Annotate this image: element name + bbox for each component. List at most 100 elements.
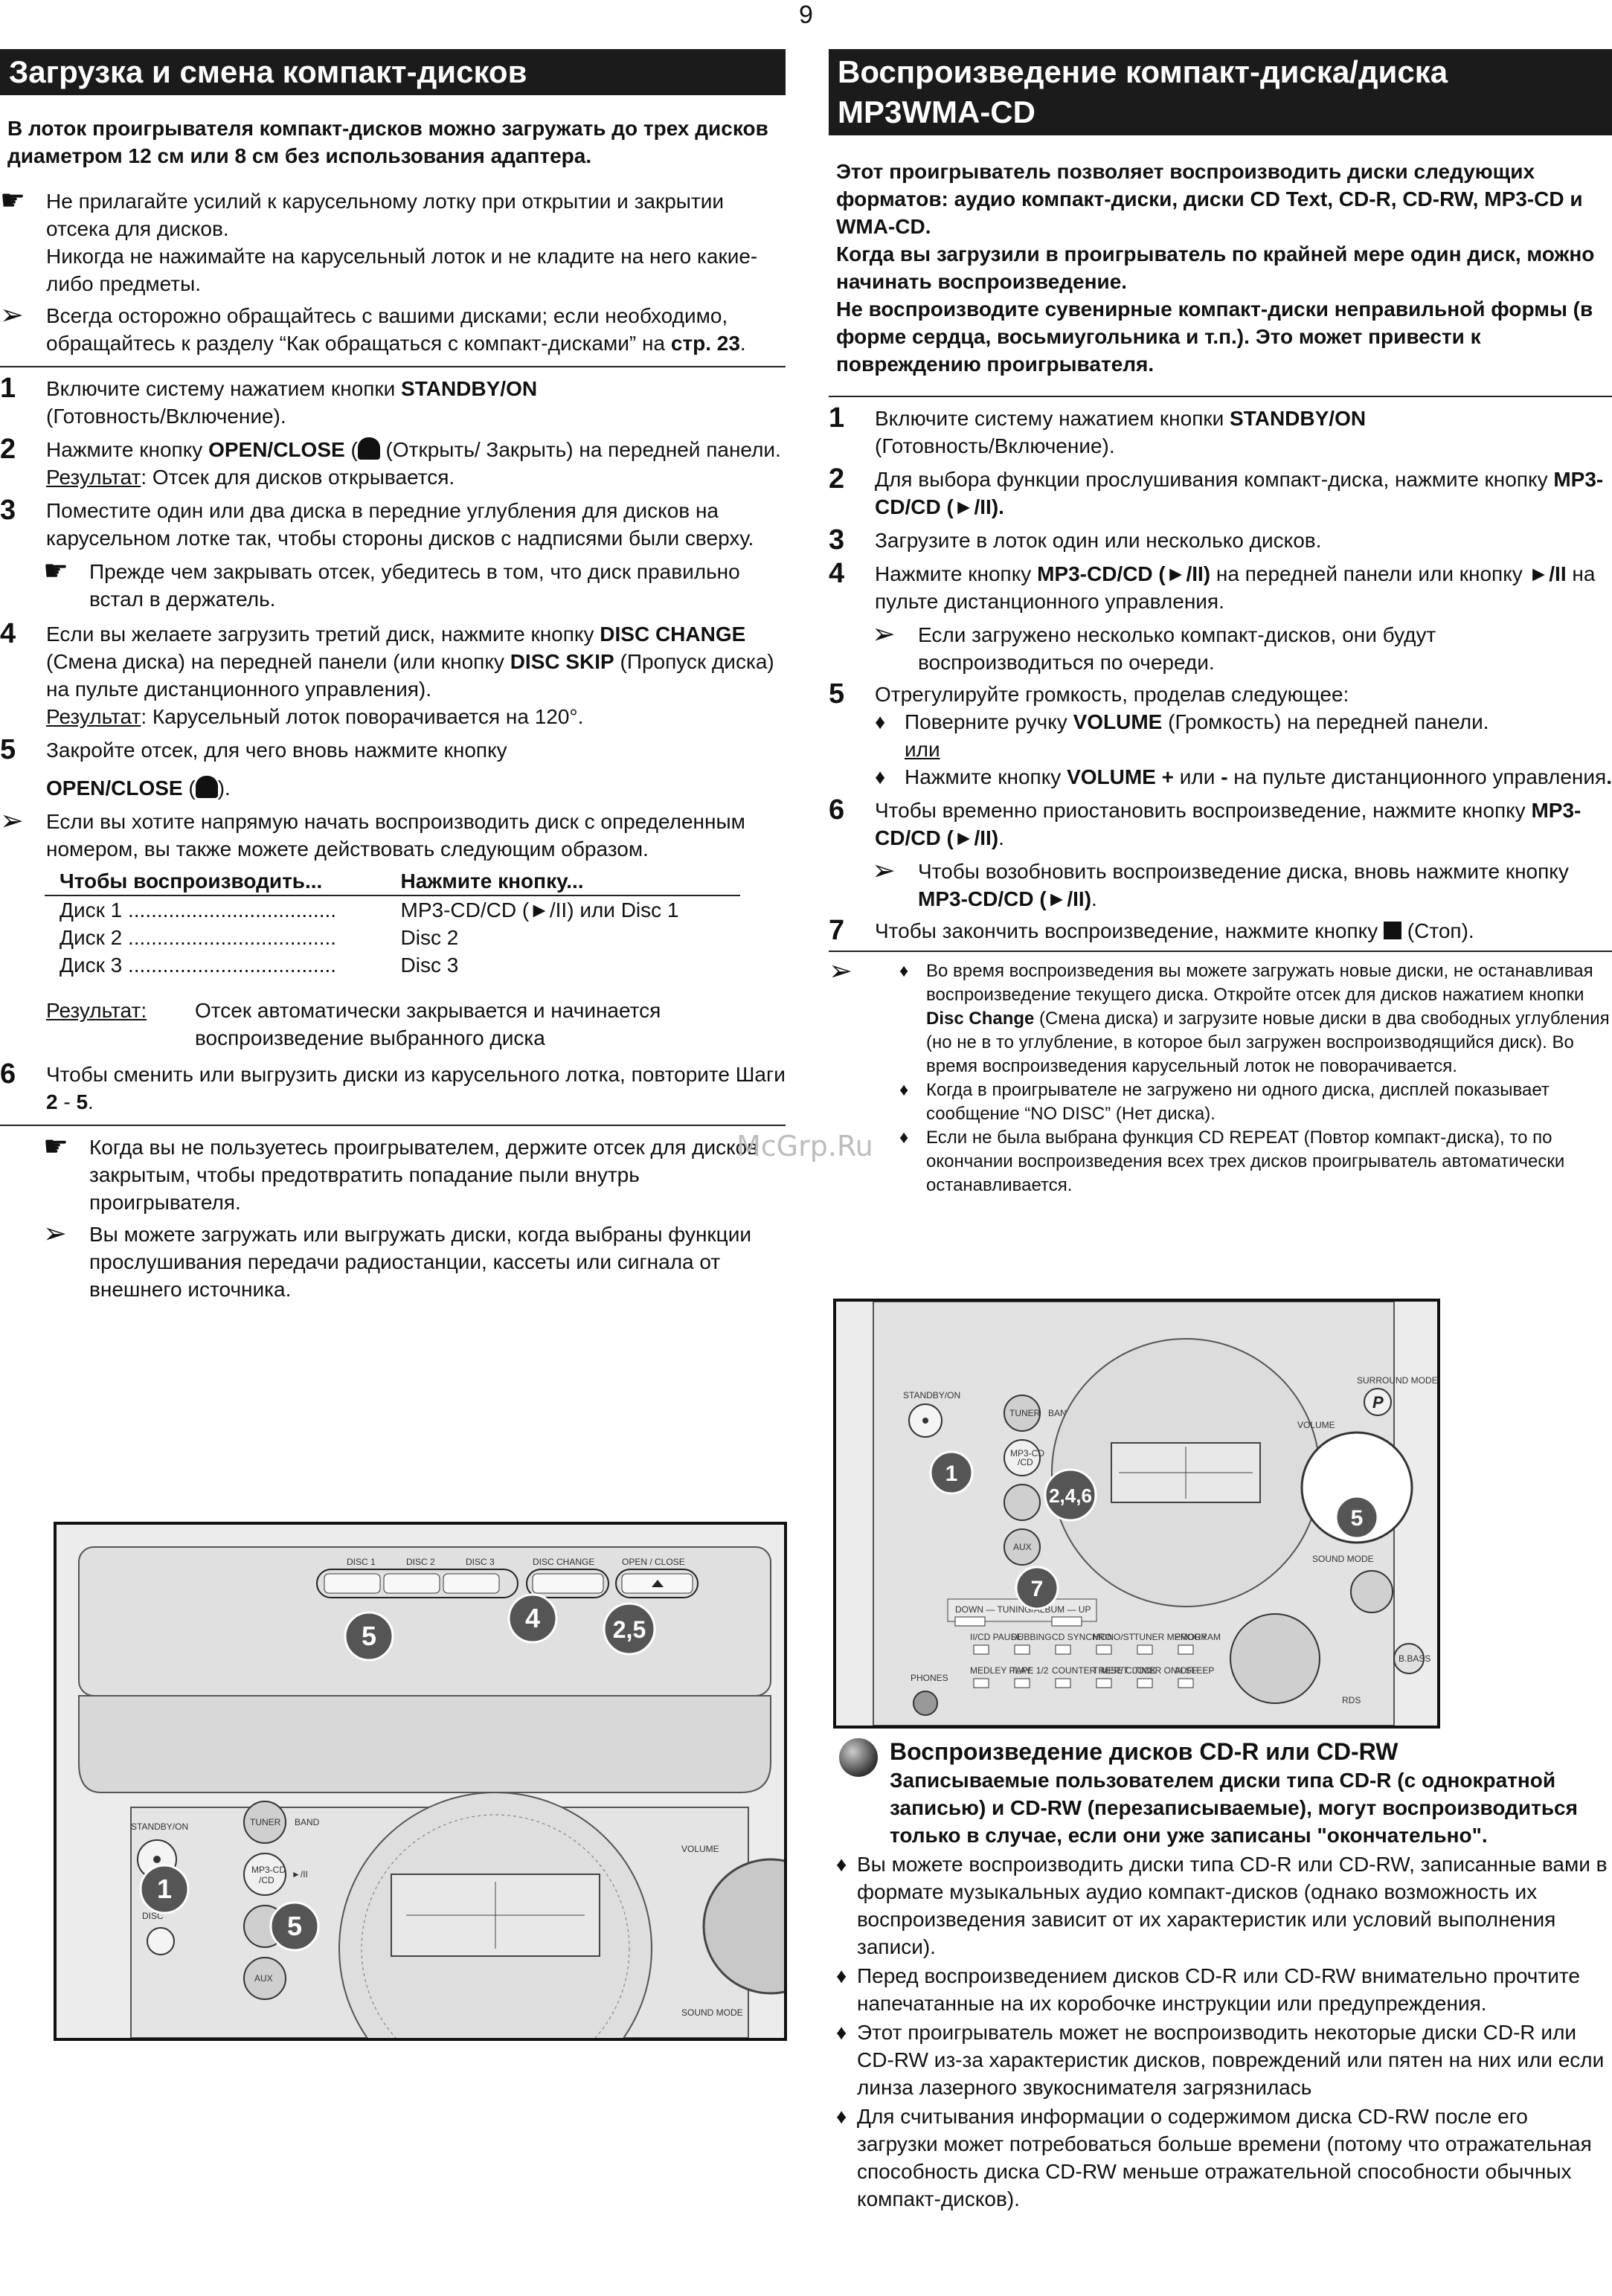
front-panel-drawing: STANDBY/ON TUNER BAND MP3-CD /CD AUX SUR… xyxy=(836,1302,1437,1726)
disc-change-label: DISC CHANGE xyxy=(533,1557,594,1567)
svg-text:MP3-CD: MP3-CD xyxy=(251,1865,286,1875)
play-step-3: 3 Загрузите в лоток один или несколько д… xyxy=(829,524,1322,556)
open-close-label: OPEN / CLOSE xyxy=(622,1557,685,1567)
tuning-down-button[interactable] xyxy=(954,1616,986,1627)
svg-text:SOUND MODE: SOUND MODE xyxy=(681,2007,743,2018)
svg-text:DOWN — TUNING/ALBUM — UP: DOWN — TUNING/ALBUM — UP xyxy=(955,1604,1091,1615)
list-item: ♦Во время воспроизведения вы можете загр… xyxy=(899,961,1610,1076)
final-note-1: ☛ Когда вы не пользуетесь проигрывателем… xyxy=(43,1131,759,1214)
step-number: 6 xyxy=(0,1058,16,1090)
svg-text:DISC: DISC xyxy=(142,1911,164,1921)
svg-text:TUNER MEMORY: TUNER MEMORY xyxy=(1134,1632,1207,1642)
svg-text:AUX: AUX xyxy=(254,1973,273,1984)
playback-notes: ➢ ♦Во время воспроизведения вы можете за… xyxy=(829,956,1612,1197)
step-6: 6 Чтобы сменить или выгрузить диски из к… xyxy=(0,1058,786,1113)
list-item: ♦Перед воспроизведением дисков CD-R или … xyxy=(836,1964,1580,2015)
arrow-tip-icon: ➢ xyxy=(0,300,24,331)
list-item: ♦Когда в проигрывателе не загружено ни о… xyxy=(899,1080,1550,1124)
cdr-header: Воспроизведение дисков CD-R или CD-RW За… xyxy=(836,1737,1610,1849)
disc-change-button[interactable] xyxy=(532,1573,604,1594)
step-number: 1 xyxy=(0,373,16,404)
list-item: ♦Нажмите кнопку VOLUME + или - на пульте… xyxy=(875,765,1612,788)
svg-text:SOUND MODE: SOUND MODE xyxy=(1312,1554,1374,1564)
callout-5: 5 xyxy=(362,1621,376,1651)
disc-select-table: Чтобы воспроизводить...Нажмите кнопку...… xyxy=(45,867,740,979)
callout-4: 4 xyxy=(525,1603,540,1633)
svg-text:VOLUME: VOLUME xyxy=(1297,1420,1335,1430)
mp3-cd-button[interactable] xyxy=(243,1853,286,1896)
watermark: McGrp.Ru xyxy=(736,1130,873,1163)
function-buttons: II/CD PAUSE DUBBING CD SYNCHRO MONO/ST T… xyxy=(970,1632,1221,1688)
svg-text:MEDLEY PLAY: MEDLEY PLAY xyxy=(970,1665,1031,1676)
disc2-button[interactable] xyxy=(383,1573,440,1594)
play-step-6-note: ➢ Чтобы возобновить воспроизведение диск… xyxy=(872,855,1569,910)
step-5-note: ➢ Если вы хотите напрямую начать воспрои… xyxy=(0,805,745,861)
svg-text:VOLUME: VOLUME xyxy=(681,1844,719,1854)
intro-playback: Этот проигрыватель позволяет воспроизвод… xyxy=(836,160,1595,376)
section-title-playback: Воспроизведение компакт-диска/диска MP3W… xyxy=(829,49,1612,135)
cdr-subtitle: Записываемые пользователем диски типа CD… xyxy=(890,1769,1578,1847)
section-title-loading: Загрузка и смена компакт-дисков xyxy=(0,49,786,95)
aux-button[interactable] xyxy=(243,1957,286,2000)
step-4: 4 Если вы желаете загрузить третий диск,… xyxy=(0,618,774,728)
cdr-title: Воспроизведение дисков CD-R или CD-RW xyxy=(890,1738,1399,1765)
svg-text:TUNER: TUNER xyxy=(1009,1408,1041,1418)
step-1: 1 Включите систему нажатием кнопки STAND… xyxy=(0,373,538,428)
phones-jack xyxy=(913,1691,938,1716)
callout-5b: 5 xyxy=(287,1911,302,1941)
step-2: 2 Нажмите кнопку OPEN/CLOSE ( (Открыть/ … xyxy=(0,434,781,489)
arrow-tip-icon: ➢ xyxy=(829,956,852,987)
arrow-tip-icon: ➢ xyxy=(43,1218,67,1250)
left-column: Загрузка и смена компакт-дисков В лоток … xyxy=(0,49,786,1308)
svg-text:BAND: BAND xyxy=(295,1817,320,1827)
callout-2-4-6: 2,4,6 xyxy=(1049,1485,1092,1507)
eject-icon xyxy=(195,776,218,798)
svg-text:MP3-CD: MP3-CD xyxy=(1010,1448,1044,1459)
svg-text:CD SYNCHRO: CD SYNCHRO xyxy=(1052,1632,1112,1642)
svg-text:DUBBING: DUBBING xyxy=(1011,1632,1052,1642)
svg-text:P: P xyxy=(1372,1393,1384,1412)
svg-text:COUNTER RESET: COUNTER RESET xyxy=(1052,1665,1128,1676)
tuner-button[interactable] xyxy=(1004,1395,1041,1432)
svg-text:TUNER: TUNER xyxy=(250,1817,281,1827)
svg-text:II/CD PAUSE: II/CD PAUSE xyxy=(970,1632,1022,1642)
step-number: 4 xyxy=(0,618,16,649)
eject-icon xyxy=(357,437,380,460)
callout-1: 1 xyxy=(157,1874,172,1904)
svg-text:AI SLEEP: AI SLEEP xyxy=(1175,1665,1214,1676)
play-step-6: 6 Чтобы временно приостановить воспроизв… xyxy=(829,794,1582,849)
mp3-cd-button[interactable] xyxy=(1004,1439,1041,1476)
step-5: 5 Закройте отсек, для чего вновь нажмите… xyxy=(0,734,507,800)
play-step-5: 5 Отрегулируйте громкость, проделав след… xyxy=(829,678,1612,791)
svg-text:/CD: /CD xyxy=(259,1875,274,1885)
list-item: ♦Вы можете воспроизводить диски типа CD-… xyxy=(836,1853,1608,1958)
pointing-hand-icon: ☛ xyxy=(0,185,26,216)
divider xyxy=(829,396,1612,397)
callout-5: 5 xyxy=(1351,1506,1364,1531)
disc-bullet-icon xyxy=(839,1738,878,1777)
page-number: 9 xyxy=(799,1,813,29)
volume-knob[interactable] xyxy=(702,1858,784,1995)
list-item: ♦Для считывания информации о содержимом … xyxy=(836,2105,1592,2210)
svg-text:AUX: AUX xyxy=(1013,1542,1032,1552)
divider xyxy=(0,1125,786,1126)
callout-2-5: 2,5 xyxy=(613,1616,646,1643)
intro-loading: В лоток проигрывателя компакт-дисков мож… xyxy=(7,117,768,167)
play-step-2: 2 Для выбора функции прослушивания компа… xyxy=(829,463,1604,518)
aux-button[interactable] xyxy=(1004,1528,1041,1566)
svg-text:MONO/ST: MONO/ST xyxy=(1093,1632,1135,1642)
svg-text:PROGRAM: PROGRAM xyxy=(1175,1632,1221,1642)
volume-knob[interactable] xyxy=(1300,1431,1413,1544)
callout-7: 7 xyxy=(1031,1577,1044,1601)
svg-text:SURROUND MODE: SURROUND MODE xyxy=(1357,1375,1437,1386)
disc1-label: DISC 1 xyxy=(347,1557,376,1567)
eject-icon xyxy=(652,1580,664,1587)
arrow-tip-icon: ➢ xyxy=(872,855,896,887)
disc2-label: DISC 2 xyxy=(406,1557,435,1567)
tuning-up-button[interactable] xyxy=(1051,1616,1082,1627)
tuner-button[interactable] xyxy=(243,1801,286,1844)
svg-text:RDS: RDS xyxy=(1342,1695,1361,1705)
svg-text:/CD: /CD xyxy=(1018,1457,1033,1467)
disc1-button[interactable] xyxy=(324,1573,381,1594)
disc3-button[interactable] xyxy=(443,1573,500,1594)
